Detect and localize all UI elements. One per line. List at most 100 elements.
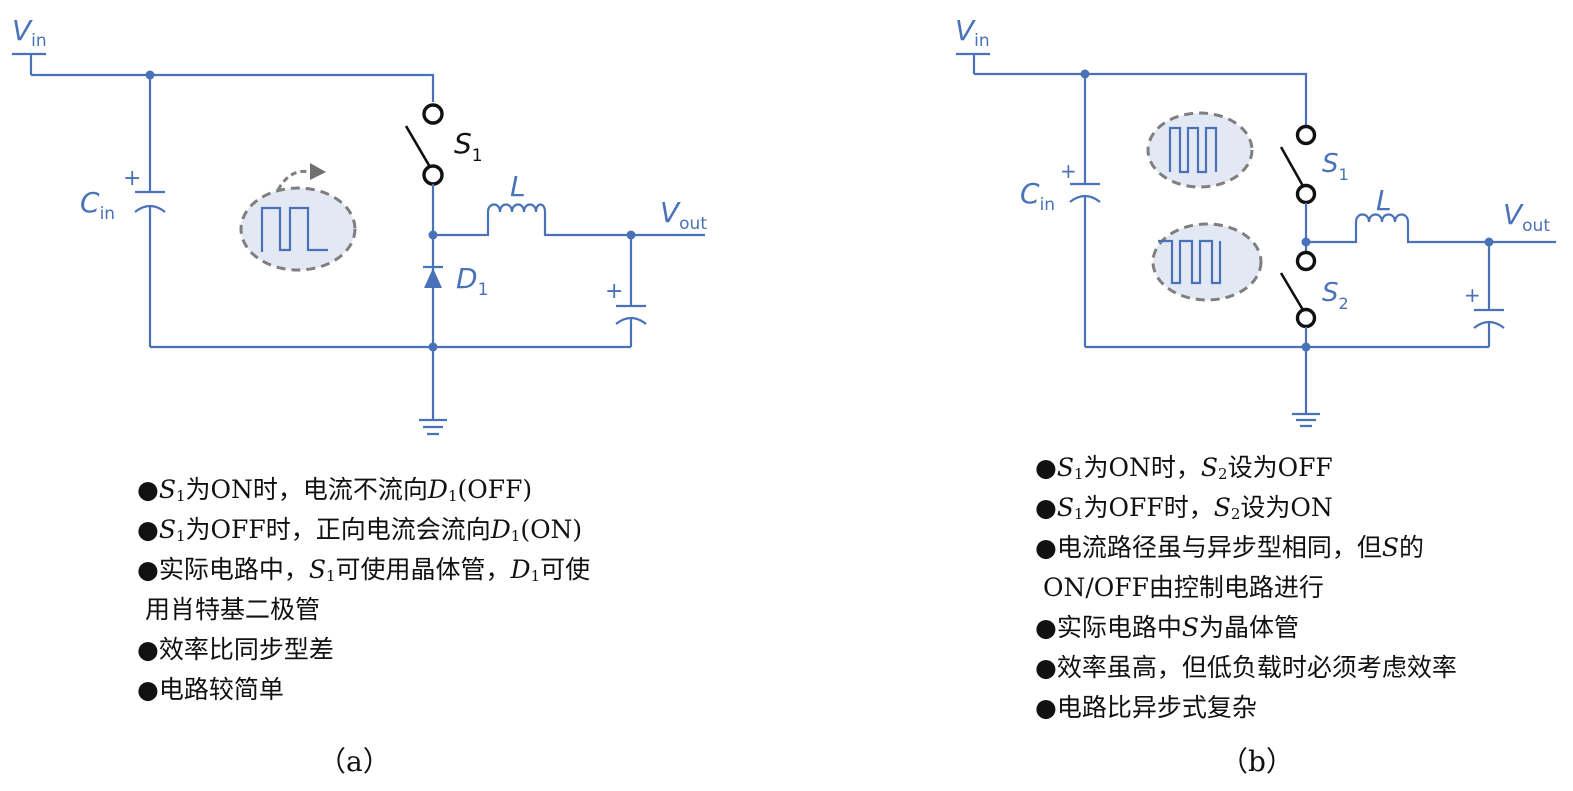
b-s2-label: S2 [1322, 278, 1349, 313]
subscript: 2 [1230, 505, 1241, 523]
italic-symbol: S [1200, 453, 1219, 482]
bullet-text: 的 [1398, 533, 1424, 562]
italic-symbol: S [1213, 493, 1231, 522]
panel-b-circuit: Vin + Cin S1 S2 L Vout [955, 14, 1556, 428]
italic-symbol: D [427, 475, 448, 504]
a-inductor-label: L [510, 170, 526, 203]
caption-a: （a） [318, 745, 391, 778]
a-s1-top-contact [422, 103, 444, 125]
bullet-text: 设为OFF [1227, 453, 1333, 482]
bullet-item: ●S1为OFF时，正向电流会流向D1(ON) [137, 510, 590, 550]
bullet-text: ●效率虽高，但低负载时必须考虑效率 [1035, 653, 1457, 682]
italic-symbol: S [1056, 453, 1074, 482]
bullet-text: ● [137, 475, 159, 504]
b-s2-bottom-contact [1295, 307, 1317, 329]
bullet-text: ● [1035, 493, 1057, 522]
subscript: 2 [1218, 465, 1228, 483]
bullet-item: ●电路较简单 [137, 670, 590, 710]
bullet-item: ●效率比同步型差 [137, 630, 590, 670]
b-top-rail [974, 72, 1308, 126]
caption-b: （b） [1220, 745, 1294, 778]
panel-a-bullet-list: ●S1为ON时，电流不流向D1(OFF)●S1为OFF时，正向电流会流向D1(O… [137, 470, 590, 710]
b-s2-top-contact [1295, 250, 1317, 272]
bullet-text: ●电路比异步式复杂 [1035, 693, 1257, 722]
a-cout-plus: + [605, 279, 623, 304]
italic-symbol: S [308, 555, 326, 584]
subscript: 1 [1073, 465, 1084, 483]
b-vout-label: Vout [1503, 198, 1550, 236]
b-s1-top-contact [1295, 124, 1317, 146]
bullet-item: 用肖特基二极管 [137, 590, 590, 630]
b-cout-plus: + [1464, 283, 1481, 307]
bullet-text: 为ON时， [1083, 453, 1201, 482]
bullet-text: ON/OFF由控制电路进行 [1035, 573, 1324, 602]
a-s1-blade [404, 125, 432, 168]
bullet-text: ●电路较简单 [137, 675, 284, 704]
bullet-text: 为ON时，电流不流向 [185, 475, 428, 504]
bullet-text: 为晶体管 [1198, 613, 1299, 642]
a-s1-bottom-contact [422, 164, 444, 186]
bullet-item: ●电路比异步式复杂 [1035, 688, 1457, 728]
b-s2-blade [1279, 272, 1305, 311]
a-diode-d1-icon [424, 268, 442, 288]
panel-a-circuit: Vin + Cin S1 L D1 Vout + [12, 14, 707, 436]
a-d1-label: D1 [456, 262, 488, 300]
italic-symbol: S [1381, 533, 1399, 562]
bullet-item: ●实际电路中S为晶体管 [1035, 608, 1457, 648]
b-vin-terminal [956, 52, 990, 74]
bullet-item: ●S1为ON时，电流不流向D1(OFF) [137, 470, 590, 510]
bullet-text: 用肖特基二极管 [137, 595, 320, 624]
bullet-text: ● [1035, 453, 1057, 482]
bullet-text: ● [137, 515, 159, 544]
a-vin-label: Vin [12, 14, 47, 51]
b-inductor-label: L [1376, 184, 1392, 217]
bullet-item: ●S1为ON时，S2设为OFF [1035, 448, 1457, 488]
subscript: 1 [175, 487, 186, 505]
bullet-item: ●效率虽高，但低负载时必须考虑效率 [1035, 648, 1457, 688]
subscript: 1 [530, 567, 541, 585]
bullet-text: 可使 [540, 555, 591, 584]
subscript: 1 [1073, 505, 1084, 523]
italic-symbol: D [490, 515, 511, 544]
italic-symbol: S [1056, 493, 1074, 522]
bullet-text: ●实际电路中， [137, 555, 309, 584]
subscript: 1 [325, 567, 336, 585]
a-pwm-signal-icon [239, 163, 357, 272]
italic-symbol: S [158, 515, 176, 544]
subscript: 1 [175, 527, 186, 545]
bullet-text: (OFF) [457, 475, 533, 504]
b-s1-label: S1 [1322, 149, 1349, 184]
b-s1-blade [1279, 146, 1305, 187]
bullet-text: ●效率比同步型差 [137, 635, 334, 664]
a-s1-label: S1 [454, 127, 483, 166]
b-cin-plus: + [1060, 159, 1077, 183]
a-inductor [433, 203, 631, 237]
bullet-item: ●S1为OFF时，S2设为ON [1035, 488, 1457, 528]
bullet-item: ON/OFF由控制电路进行 [1035, 568, 1457, 608]
b-vin-label: Vin [955, 14, 990, 51]
bullet-text: 为OFF时，正向电流会流向 [185, 515, 491, 544]
b-cin-label: Cin [1020, 177, 1055, 215]
b-pwm-signal-s2-icon [1151, 222, 1263, 302]
panel-b-bullet-list: ●S1为ON时，S2设为OFF●S1为OFF时，S2设为ON●电流路径虽与异步型… [1035, 448, 1457, 728]
a-top-rail [31, 73, 435, 102]
a-vout-label: Vout [660, 196, 707, 234]
a-cin-plus: + [123, 166, 141, 191]
b-ground-icon [1292, 412, 1320, 428]
b-inductor [1306, 213, 1489, 244]
subscript: 1 [447, 487, 458, 505]
bullet-item: ●实际电路中，S1可使用晶体管，D1可使 [137, 550, 590, 590]
italic-symbol: S [158, 475, 176, 504]
italic-symbol: D [510, 555, 531, 584]
subscript: 1 [510, 527, 521, 545]
bullet-text: (ON) [520, 515, 583, 544]
b-pwm-signal-s1-icon [1146, 111, 1254, 189]
bullet-text: 为OFF时， [1083, 493, 1214, 522]
bullet-text: 设为ON [1240, 493, 1333, 522]
a-ground-icon [419, 418, 447, 436]
italic-symbol: S [1181, 613, 1199, 642]
bullet-item: ●电流路径虽与异步型相同，但S的 [1035, 528, 1457, 568]
bullet-text: 可使用晶体管， [335, 555, 511, 584]
a-cin-label: Cin [80, 186, 115, 224]
